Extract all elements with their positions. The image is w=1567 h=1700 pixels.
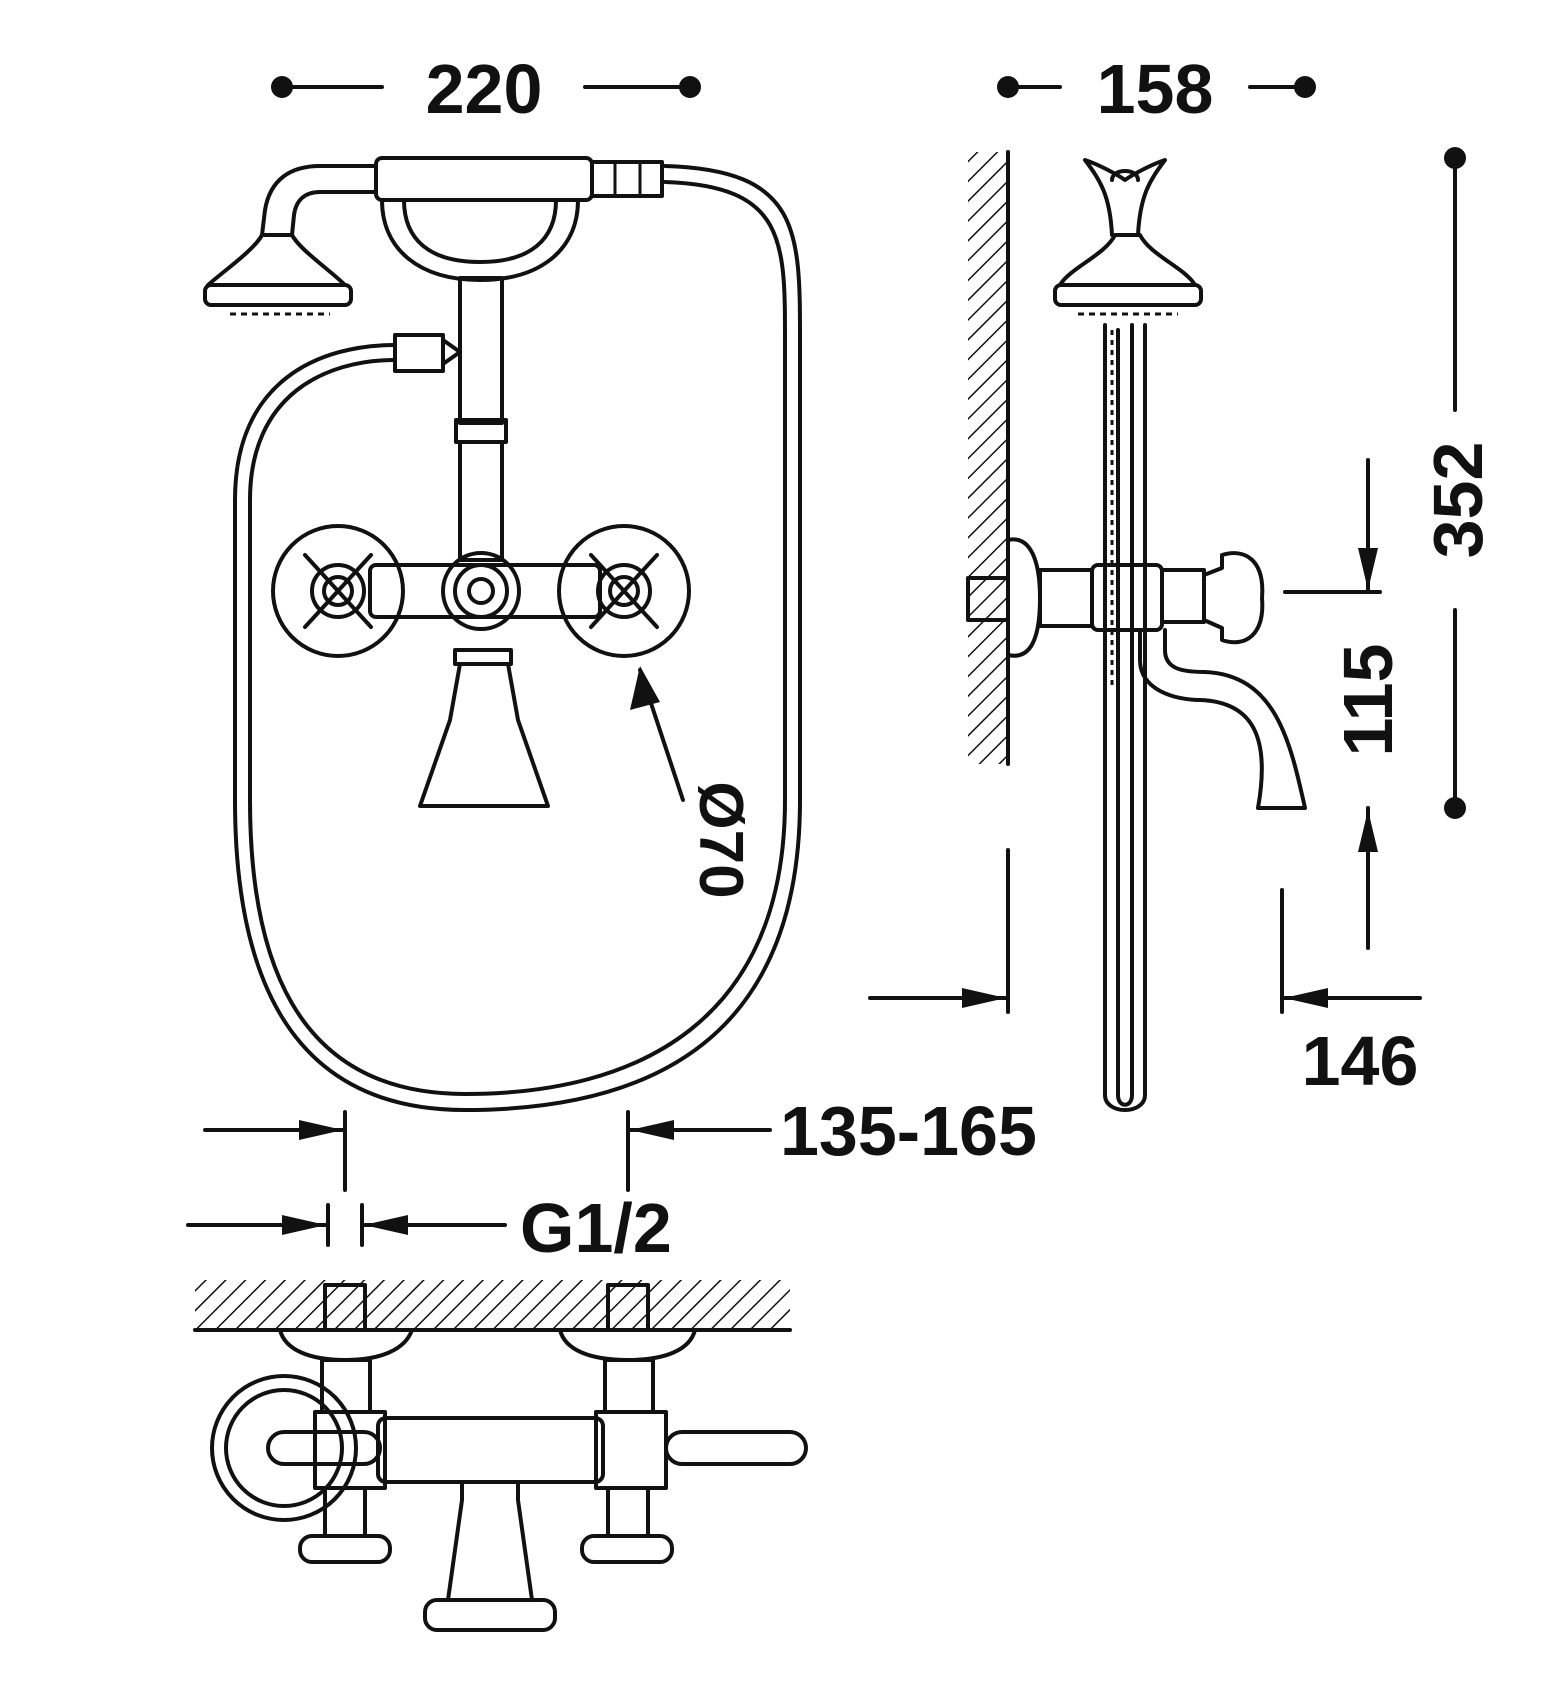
side-handset — [1116, 323, 1134, 1107]
width-label: 220 — [426, 50, 543, 128]
right-handle — [557, 524, 691, 658]
depth-label: 158 — [1097, 50, 1214, 128]
dimension-height: 352 — [1419, 147, 1497, 819]
spout-height-label: 115 — [1329, 644, 1407, 757]
spout — [418, 662, 550, 808]
plan-spout — [446, 1480, 534, 1602]
shower-head — [206, 233, 347, 287]
dimension-thread: G1/2 — [186, 1189, 672, 1267]
wall-hatch — [968, 152, 1008, 764]
column-lower — [458, 440, 504, 562]
side-body — [1090, 563, 1164, 632]
wall-hatch-plan — [195, 1280, 790, 1330]
handset-body — [374, 156, 594, 202]
handset-end — [590, 160, 664, 198]
side-spout — [1138, 628, 1307, 810]
plan-body — [376, 1416, 605, 1484]
side-view — [966, 150, 1307, 1112]
shower-hose — [233, 164, 802, 1112]
plan-handset — [210, 1374, 358, 1522]
dimension-depth: 158 — [997, 50, 1316, 128]
plan-right-handle — [580, 1534, 674, 1564]
column-upper — [458, 276, 504, 425]
spout-projection-label: 146 — [1302, 1022, 1419, 1100]
left-handle — [271, 524, 405, 658]
plan-left-handle — [298, 1534, 392, 1564]
plan-view — [193, 1280, 808, 1632]
hose-connector — [393, 333, 445, 373]
side-shower-head — [1058, 233, 1197, 287]
front-view: Ø70 — [203, 156, 802, 1112]
dimension-spout-height: 115 — [1283, 458, 1407, 950]
side-handle — [1202, 551, 1265, 645]
diverter-knob — [441, 551, 521, 631]
thread-label: G1/2 — [520, 1189, 672, 1267]
center-distance-label: 135-165 — [780, 1092, 1037, 1170]
dimension-width: 220 — [271, 50, 701, 128]
height-label: 352 — [1419, 442, 1497, 559]
diameter-label: Ø70 — [686, 781, 755, 898]
handset-arm — [260, 164, 378, 237]
dimension-center-distance: 135-165 — [203, 1092, 1037, 1192]
spout-ring — [453, 648, 513, 666]
dimension-spout-projection: 146 — [868, 848, 1422, 1100]
